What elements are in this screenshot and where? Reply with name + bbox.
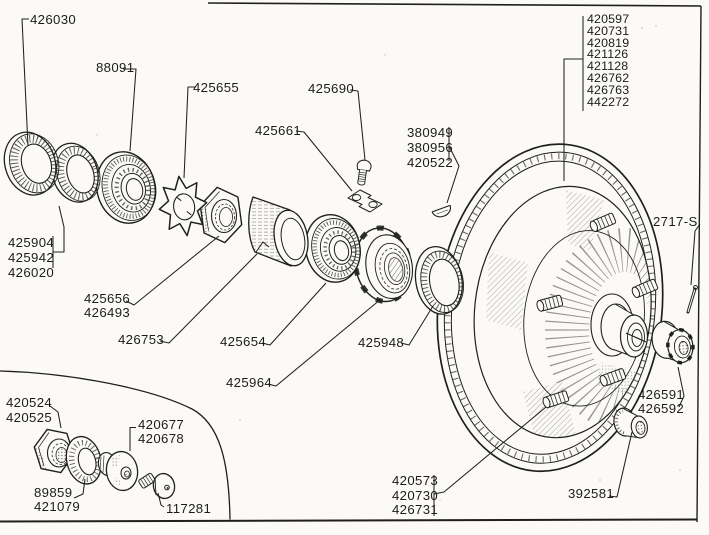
part-inner-bearing: [304, 214, 361, 283]
callout-426591-group: 426591 426592: [638, 388, 684, 416]
page-border: [0, 2, 702, 523]
part-number: 426753: [118, 332, 165, 347]
leader-lines: [21, 16, 701, 516]
callout-425904-group: 425904 425942 426020: [8, 235, 54, 280]
part-number: 425942: [8, 250, 55, 265]
part-number: 425656: [84, 291, 131, 306]
callout-425654: 425654: [220, 335, 266, 349]
callout-425964: 425964: [226, 376, 272, 390]
part-hubcap-bolt: [138, 472, 176, 500]
part-cotter-pin: [686, 285, 698, 314]
inset-divider-arc: [0, 370, 231, 520]
part-brake-drum: [436, 143, 664, 473]
part-outer-bearing: [95, 151, 157, 224]
part-number: 420524: [6, 395, 53, 410]
part-number: 425654: [220, 334, 267, 349]
part-number: 425904: [8, 235, 55, 250]
callout-420677-group: 420677 420678: [138, 418, 184, 446]
part-number: 421126: [587, 47, 629, 62]
part-number: 426762: [587, 70, 630, 85]
part-number: 420819: [587, 35, 630, 50]
part-number: 89859: [34, 485, 73, 500]
part-number: 426493: [84, 304, 131, 320]
part-retainer-ring: [50, 142, 101, 203]
part-washer: [65, 435, 102, 485]
scan-speckles: [96, 25, 681, 501]
part-grease-cap: [97, 450, 139, 492]
callout-88091: 88091: [96, 61, 134, 75]
part-lock-bolt: [356, 159, 372, 186]
part-castle-nut: [651, 320, 695, 365]
part-number: 425661: [255, 123, 302, 138]
callout-420524-group: 420524 420525: [6, 395, 53, 425]
callout-392581: 392581: [568, 487, 614, 501]
part-number: 420731: [587, 23, 630, 38]
part-number: 426030: [30, 12, 77, 27]
part-lock-plate: [347, 189, 383, 213]
part-number: 88091: [96, 60, 135, 75]
callout-425690: 425690: [308, 82, 354, 96]
callout-380949-group: 380949 380956 420522: [407, 125, 453, 170]
part-number: 425964: [226, 375, 273, 390]
part-grease-seal: [414, 245, 464, 315]
part-number: 380956: [407, 140, 454, 155]
part-number: 392581: [568, 486, 615, 501]
part-bushing: [613, 407, 648, 439]
part-number: 426731: [392, 502, 439, 517]
part-adjusting-nut: [199, 186, 243, 244]
callout-426030: 426030: [30, 13, 76, 27]
callout-420573-group: 420573 420730 426731: [392, 473, 439, 518]
callout-425948: 425948: [358, 336, 404, 350]
callout-425655: 425655: [193, 81, 239, 95]
part-number: 425948: [358, 335, 405, 350]
callout-425656-group: 425656 426493: [84, 292, 130, 319]
callout-426753: 426753: [118, 333, 164, 347]
part-number: 420677: [138, 417, 185, 432]
part-number: 117281: [166, 501, 212, 516]
part-number: 420678: [138, 431, 185, 446]
part-number: 426763: [587, 82, 630, 97]
part-outer-seal: [3, 131, 60, 196]
part-woodruff-key: [431, 204, 452, 218]
part-hub: [590, 293, 649, 358]
part-number: 420730: [392, 487, 439, 503]
part-number: 426592: [638, 401, 685, 416]
part-number: 380949: [407, 125, 454, 140]
callout-117281: 117281: [166, 502, 211, 516]
part-number: 425690: [308, 81, 355, 96]
part-number: 420525: [6, 409, 53, 425]
part-number: 420522: [407, 155, 454, 170]
part-bearing-spacer: [248, 196, 309, 267]
part-number: 426020: [8, 265, 55, 280]
part-number: 421079: [34, 499, 81, 514]
part-lock-washer: [158, 175, 208, 237]
callout-drum-list: 420597 420731 420819 421126 421128 42676…: [587, 12, 630, 109]
part-number: 442272: [587, 94, 630, 109]
callout-89859-group: 89859 421079: [34, 486, 80, 514]
part-spindle-nut: [33, 428, 75, 474]
callout-425661: 425661: [255, 124, 301, 138]
part-number: 2717-S: [653, 214, 698, 229]
part-wheel-studs: [536, 212, 659, 409]
part-number: 420597: [587, 12, 630, 26]
part-number: 420573: [392, 473, 439, 488]
part-number: 426591: [638, 387, 685, 402]
callout-2717s: 2717-S: [653, 215, 698, 229]
part-number: 421128: [587, 59, 629, 74]
part-number: 425655: [193, 80, 240, 95]
